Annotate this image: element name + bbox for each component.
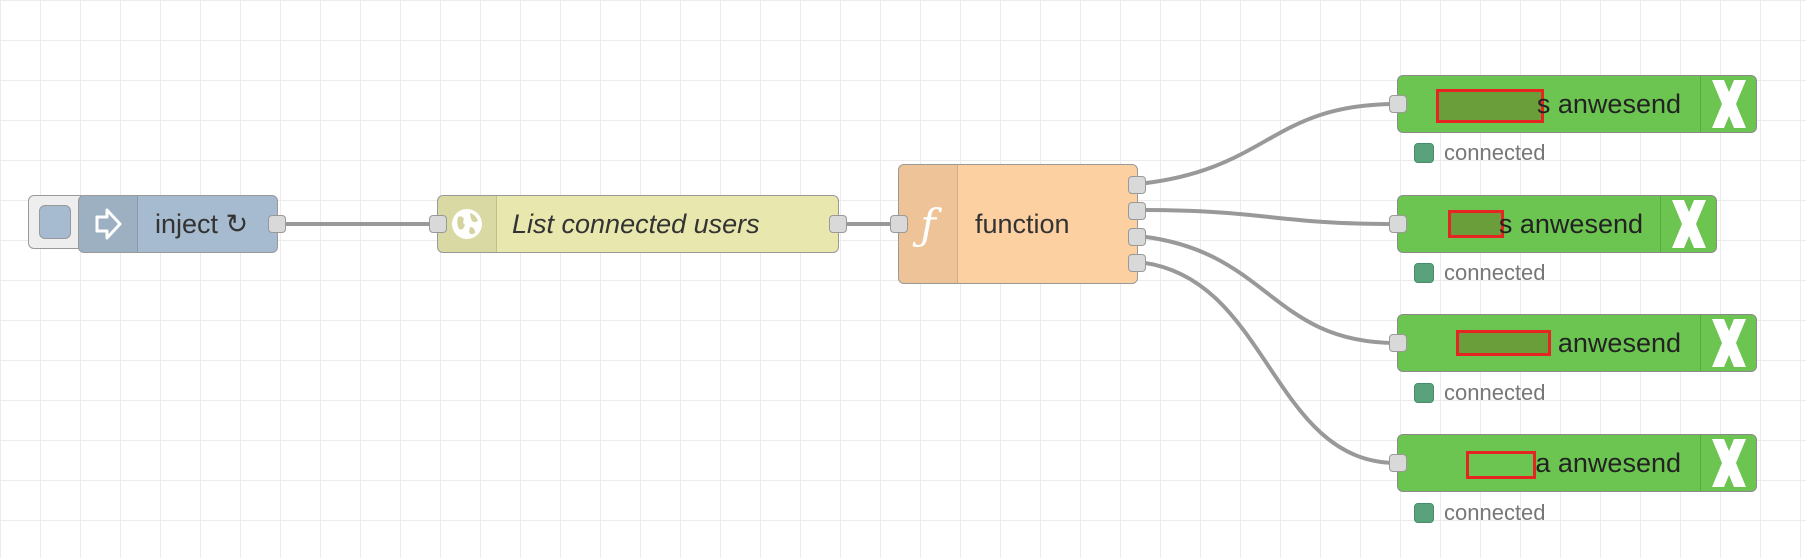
inject-label: inject ↻ <box>155 208 249 239</box>
redaction-box <box>1436 89 1544 123</box>
http-output-port[interactable] <box>829 215 847 233</box>
function-label: function <box>975 208 1070 239</box>
output-4-input-port[interactable] <box>1389 454 1407 472</box>
x-logo-icon <box>1700 315 1756 371</box>
function-output-port-4[interactable] <box>1128 254 1146 272</box>
redaction-box <box>1456 330 1551 356</box>
status-dot <box>1414 383 1434 403</box>
output-node-4[interactable]: a anwesend <box>1389 434 1757 492</box>
arrow-in-icon <box>79 196 138 252</box>
output-3-input-port[interactable] <box>1389 334 1407 352</box>
output-1-input-port[interactable] <box>1389 95 1407 113</box>
function-output-port-2[interactable] <box>1128 202 1146 220</box>
wire-function-out3 <box>1137 234 1398 345</box>
output-4-status: connected <box>1414 500 1546 526</box>
globe-icon <box>438 196 497 252</box>
output-4-label: a anwesend <box>1535 448 1681 478</box>
wire-function-out2 <box>1137 208 1398 226</box>
wire-function-out4 <box>1137 260 1398 465</box>
wire-function-out1 <box>1137 102 1398 186</box>
output-2-label: s anwesend <box>1498 209 1643 239</box>
x-logo-icon <box>1700 435 1756 491</box>
inject-button-face[interactable] <box>39 205 71 239</box>
function-output-port-1[interactable] <box>1128 176 1146 194</box>
output-1-label: s anwesend <box>1536 89 1681 119</box>
output-2-input-port[interactable] <box>1389 215 1407 233</box>
output-2-status: connected <box>1414 260 1546 286</box>
x-logo-icon <box>1700 76 1756 132</box>
http-request-node[interactable]: List connected users <box>429 195 847 253</box>
status-dot <box>1414 263 1434 283</box>
function-icon: ƒ <box>899 165 958 283</box>
inject-node[interactable]: inject ↻ <box>78 195 286 253</box>
output-1-status: connected <box>1414 140 1546 166</box>
http-input-port[interactable] <box>429 215 447 233</box>
status-text: connected <box>1444 260 1546 285</box>
status-text: connected <box>1444 380 1546 405</box>
redaction-box <box>1448 210 1504 238</box>
x-logo-icon <box>1660 196 1716 252</box>
status-dot <box>1414 503 1434 523</box>
output-node-2[interactable]: s anwesend <box>1389 195 1717 253</box>
status-text: connected <box>1444 140 1546 165</box>
redaction-box <box>1466 451 1536 479</box>
http-label: List connected users <box>512 208 760 239</box>
function-input-port[interactable] <box>890 215 908 233</box>
inject-output-port[interactable] <box>268 215 286 233</box>
output-3-label: anwesend <box>1557 328 1681 358</box>
function-output-port-3[interactable] <box>1128 228 1146 246</box>
output-3-status: connected <box>1414 380 1546 406</box>
output-node-1[interactable]: s anwesend <box>1389 75 1757 133</box>
function-node[interactable]: ƒ function <box>890 164 1146 284</box>
output-node-3[interactable]: anwesend <box>1389 314 1757 372</box>
status-dot <box>1414 143 1434 163</box>
inject-trigger-button[interactable] <box>28 195 82 249</box>
status-text: connected <box>1444 500 1546 525</box>
